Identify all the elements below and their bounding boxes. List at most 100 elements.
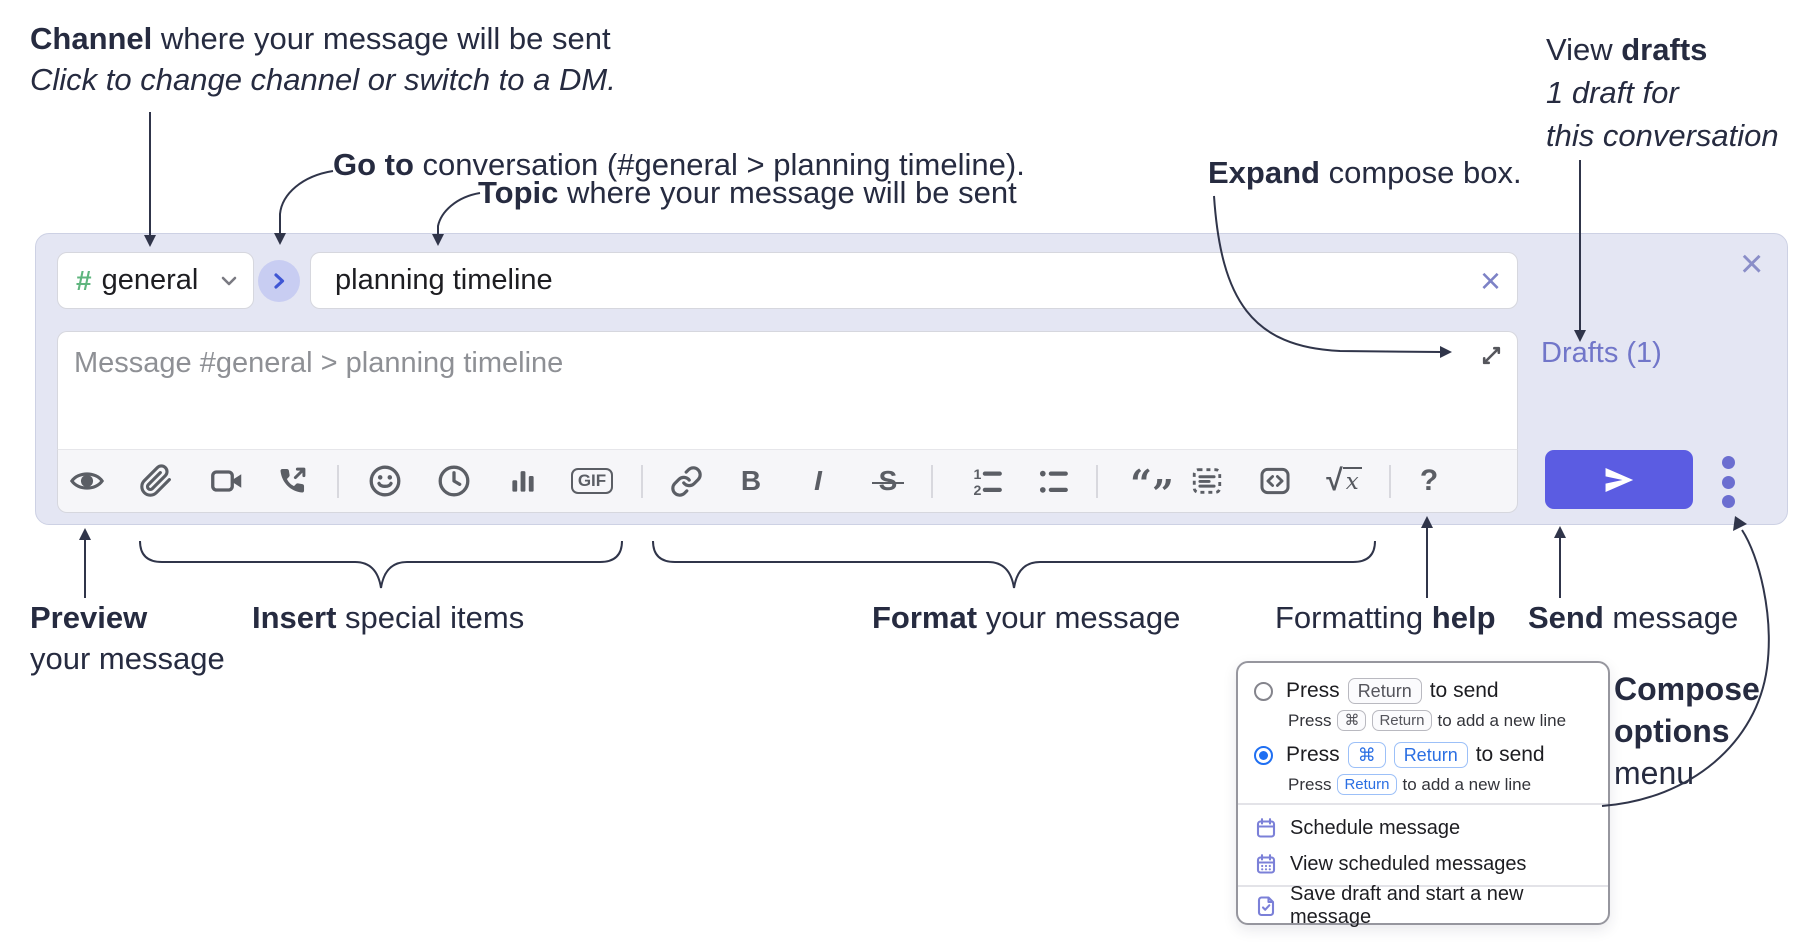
annotation-compose-options: Compose options menu (1614, 668, 1760, 794)
svg-text:1: 1 (974, 467, 982, 483)
compose-toolbar: GIF B I S (57, 449, 1518, 513)
gif-button[interactable]: GIF (564, 457, 620, 505)
bar-chart-icon (512, 471, 534, 492)
arrowhead-preview (79, 528, 91, 540)
menu-option-cmd-return-to-send[interactable]: Press ⌘ Return to send (1238, 739, 1608, 771)
annotation-preview: Preview your message (30, 597, 225, 679)
annotation-topic-rest: where your message will be sent (558, 175, 1017, 210)
menu-divider (1238, 885, 1608, 887)
annotation-send-rest: message (1603, 600, 1739, 635)
annotation-compose-line1: Compose (1614, 671, 1760, 707)
kebab-dot (1721, 495, 1735, 508)
kebab-dot (1721, 456, 1735, 469)
option1-post: to send (1429, 679, 1499, 702)
diagonal-resize-icon (1482, 346, 1501, 365)
ordered-list-button[interactable]: 1 2 (963, 457, 1011, 505)
annotation-insert-rest: special items (336, 600, 525, 635)
annotation-expand-rest: compose box. (1319, 155, 1522, 190)
drafts-link[interactable]: Drafts (1) (1541, 337, 1662, 369)
annotation-channel-bold: Channel (30, 21, 153, 56)
chevron-down-icon (221, 276, 237, 285)
clock-icon (438, 465, 470, 497)
compose-options-menu: Press Return to send Press ⌘ Return to a… (1236, 661, 1610, 928)
annotation-channel: Channel where your message will be sent … (30, 18, 616, 100)
annotation-expand-bold: Expand (1208, 155, 1320, 190)
menu-item-schedule-message[interactable]: Schedule message (1238, 811, 1608, 845)
video-clip-button[interactable] (203, 457, 251, 505)
emoji-button[interactable] (361, 457, 409, 505)
preview-button[interactable] (63, 457, 111, 505)
channel-name: general (101, 264, 199, 296)
menu-option-return-to-send[interactable]: Press Return to send (1238, 675, 1608, 707)
annotation-compose-line3: menu (1614, 755, 1695, 791)
note-check-icon (1257, 896, 1275, 917)
bulleted-list-button[interactable] (1029, 457, 1077, 505)
return-keycap-blue: Return (1393, 742, 1468, 768)
audio-call-button[interactable] (268, 457, 316, 505)
menu-item-save-draft[interactable]: Save draft and start a new message (1238, 883, 1608, 928)
channel-selector[interactable]: # general (57, 252, 254, 309)
blockquote-button[interactable]: “ ” (1128, 457, 1176, 516)
option2-sub-post: to add a new line (1402, 774, 1532, 794)
svg-text:2: 2 (974, 483, 982, 498)
menu-option1-subtext: Press ⌘ Return to add a new line (1288, 710, 1566, 731)
chevron-right-icon (274, 273, 285, 289)
gif-icon: GIF (570, 468, 614, 494)
annotation-goto: Go to conversation (#general > planning … (333, 144, 1025, 185)
link-button[interactable] (662, 457, 710, 505)
clear-topic-icon[interactable]: × (1479, 259, 1501, 301)
return-keycap: Return (1347, 678, 1422, 704)
phone-forward-icon (280, 467, 306, 493)
recent-items-button[interactable] (430, 457, 478, 505)
compose-options-button[interactable] (1708, 456, 1748, 508)
annotation-goto-rest: conversation (#general > planning timeli… (413, 147, 1025, 182)
toolbar-divider (1096, 465, 1098, 498)
attach-file-button[interactable] (132, 457, 180, 505)
poll-button[interactable] (499, 457, 547, 505)
toolbar-divider (1389, 465, 1391, 498)
option1-pre: Press (1286, 679, 1340, 702)
toolbar-divider (931, 465, 933, 498)
annotation-preview-bold: Preview (30, 600, 148, 635)
paperclip-icon (140, 464, 171, 497)
return-keycap-blue: Return (1337, 774, 1397, 795)
formula-button[interactable]: √x (1320, 457, 1368, 505)
strikethrough-button[interactable]: S (864, 457, 912, 505)
annotation-channel-sub: Click to change channel or switch to a D… (30, 62, 616, 97)
menu-item-label: Save draft and start a new message (1290, 883, 1524, 928)
topic-input-wrap: × (310, 252, 1518, 309)
cmd-keycap: ⌘ (1337, 710, 1367, 731)
annotation-send-bold: Send (1528, 600, 1604, 635)
code-block-button[interactable] (1183, 457, 1231, 505)
annotation-format: Format your message (872, 597, 1180, 638)
italic-button[interactable]: I (794, 457, 842, 505)
topic-input[interactable] (333, 263, 1480, 298)
menu-item-view-scheduled[interactable]: View scheduled messages (1238, 847, 1608, 881)
radio-unselected-icon[interactable] (1254, 681, 1273, 701)
formatting-help-button[interactable]: ? (1405, 457, 1453, 505)
quote-icon: “ ” (1130, 461, 1174, 516)
square-root-icon: √x (1326, 464, 1362, 498)
annotation-send: Send message (1528, 597, 1738, 638)
goto-conversation-button[interactable] (258, 260, 300, 302)
arrowhead-send (1554, 526, 1566, 538)
annotation-expand: Expand compose box. (1208, 152, 1522, 193)
annotation-topic: Topic where your message will be sent (478, 172, 1017, 213)
annotation-drafts-line2: 1 draft for (1546, 75, 1679, 110)
option1-sub-post: to add a new line (1437, 710, 1567, 730)
bold-icon: B (740, 465, 762, 496)
bold-button[interactable]: B (727, 457, 775, 505)
compose-box: # general × (35, 233, 1788, 525)
send-button[interactable] (1545, 450, 1693, 509)
annotation-insert-bold: Insert (252, 600, 337, 635)
close-compose-icon[interactable]: × (1740, 242, 1764, 286)
annotation-drafts-pre: View (1546, 32, 1622, 67)
inline-code-button[interactable] (1251, 457, 1299, 505)
annotation-drafts-bold: drafts (1621, 32, 1708, 67)
channel-hash-icon: # (76, 264, 92, 296)
annotation-format-bold: Format (872, 600, 978, 635)
expand-compose-button[interactable] (1478, 342, 1505, 374)
message-input[interactable] (72, 346, 1456, 381)
radio-selected-icon[interactable] (1254, 745, 1273, 765)
annotation-insert: Insert special items (252, 597, 524, 638)
